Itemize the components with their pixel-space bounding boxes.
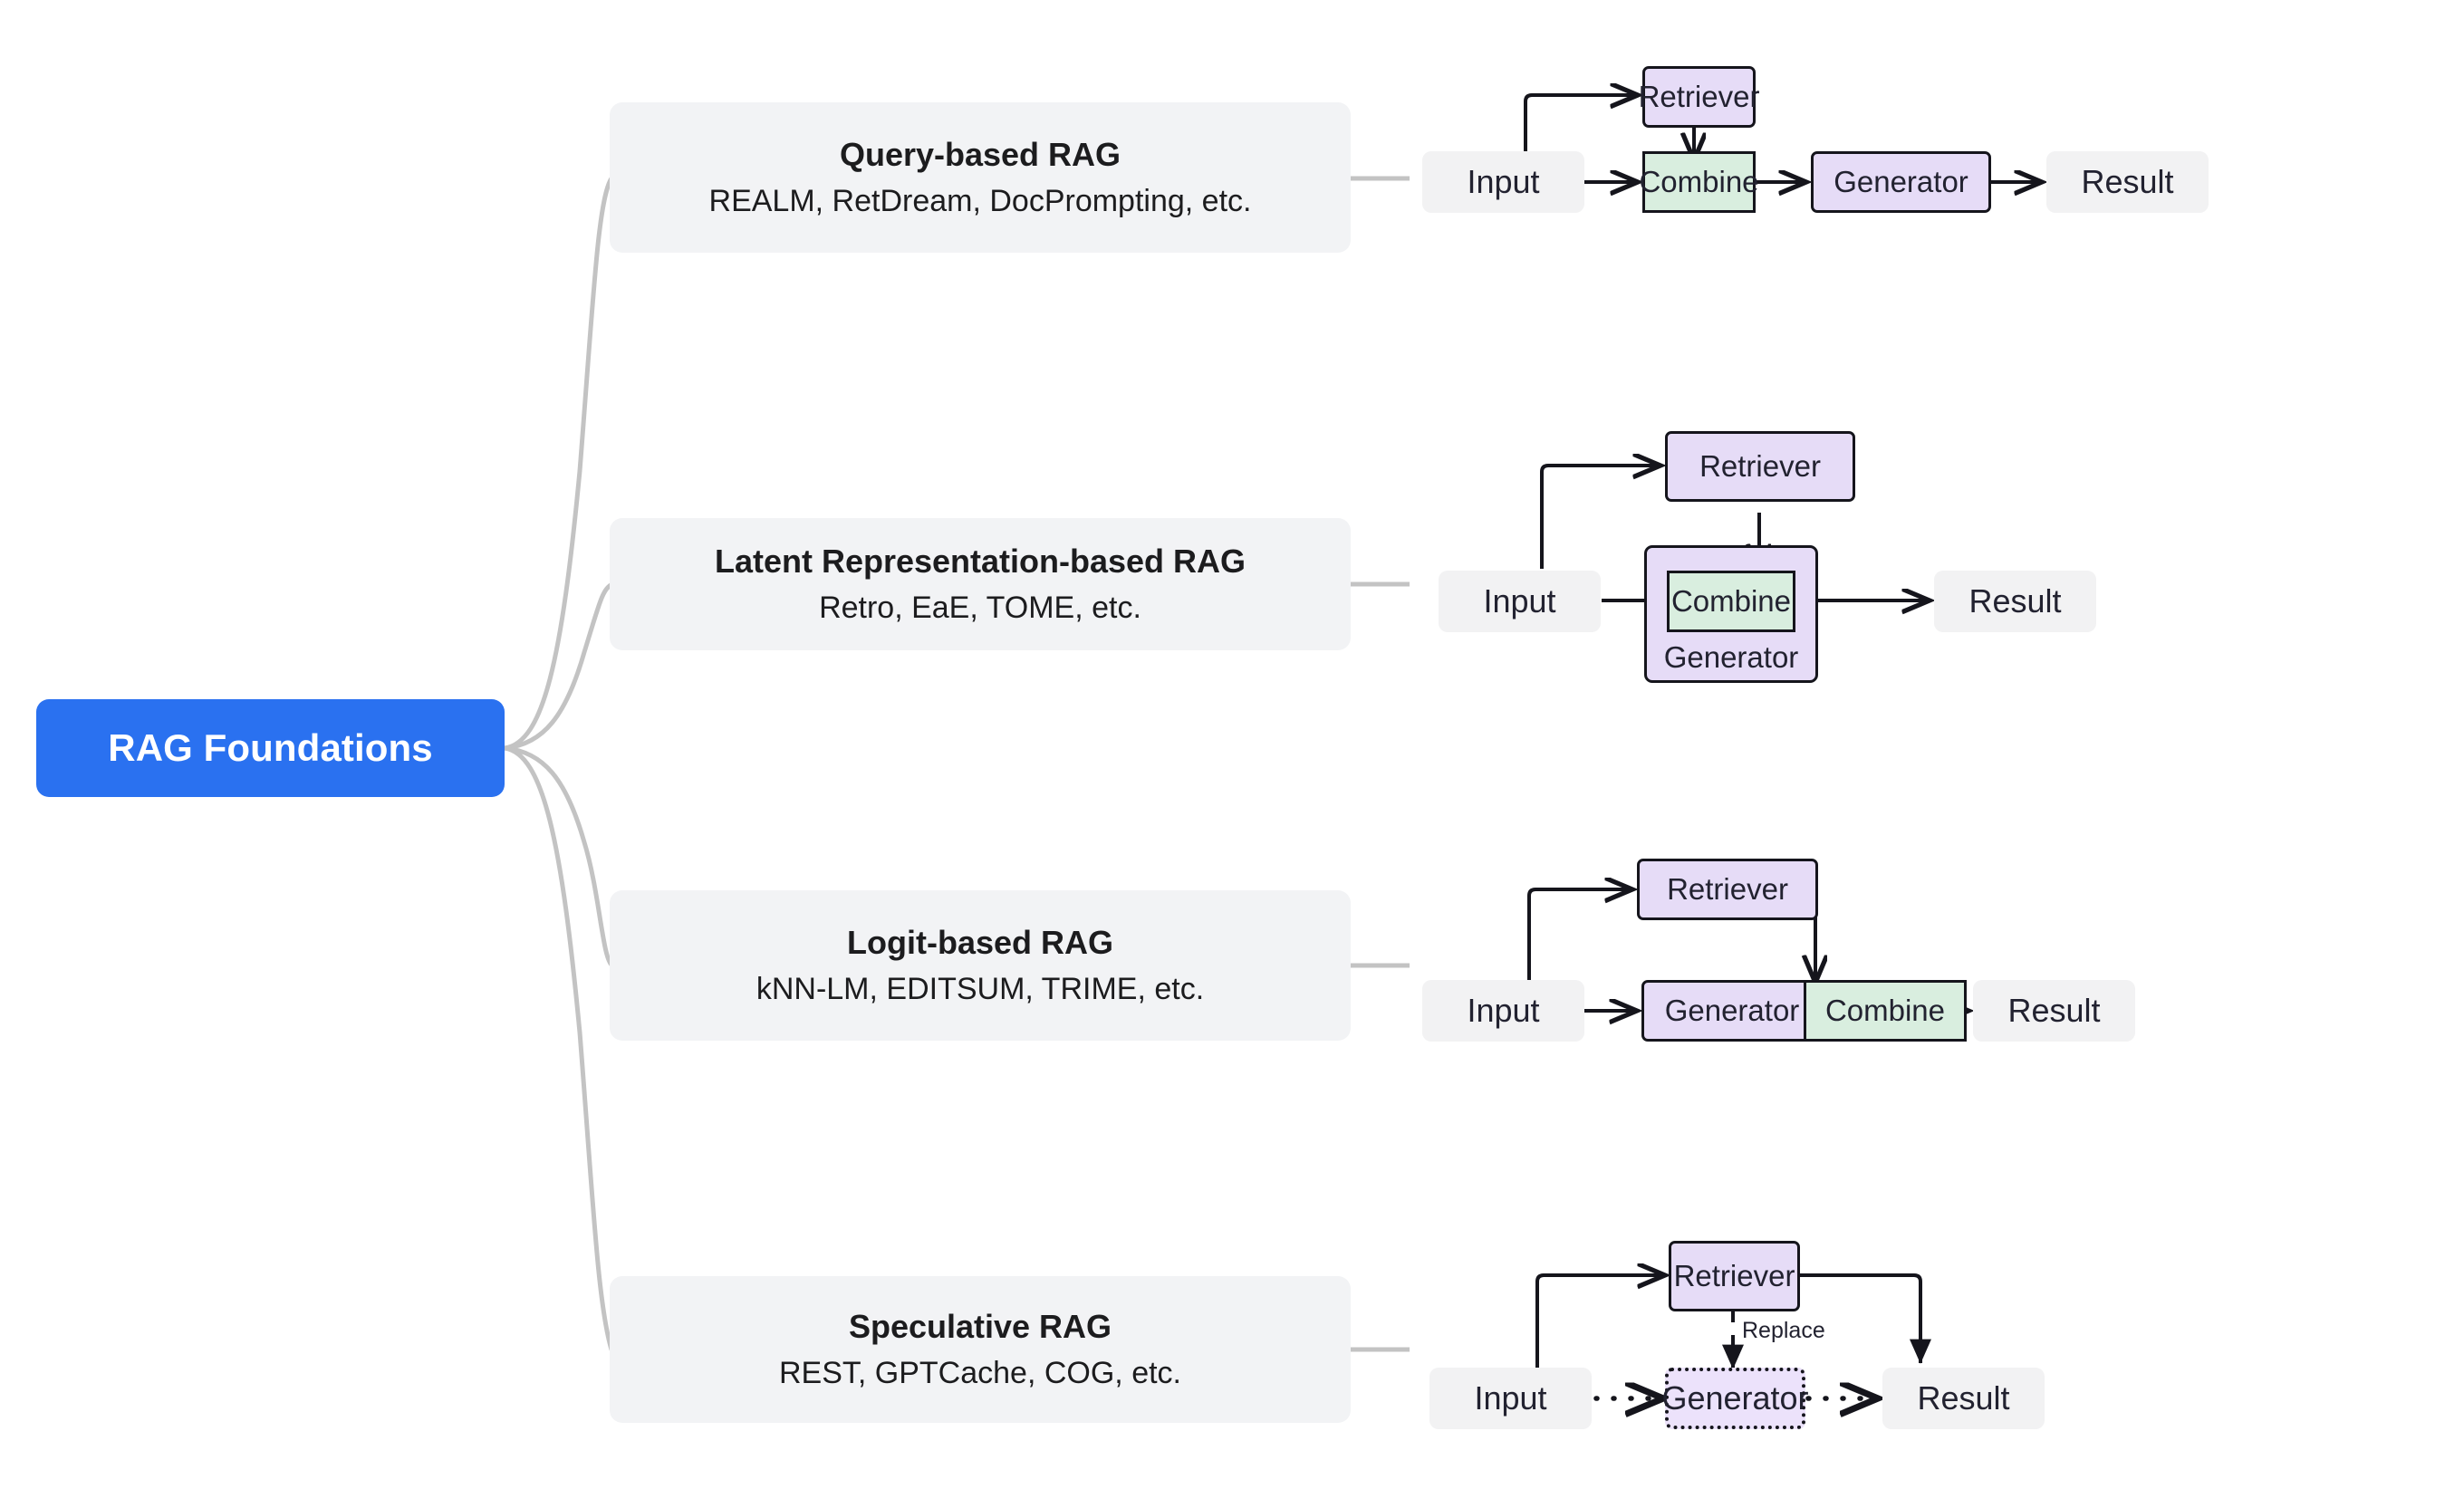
- flow-node-label: Input: [1467, 992, 1540, 1029]
- flow-node-label: Combine: [1824, 994, 1946, 1027]
- flow-node-combine[interactable]: Combine: [1639, 151, 1759, 213]
- flow-node-combine[interactable]: Combine: [1804, 980, 1967, 1042]
- edge-label-replace: Replace: [1742, 1318, 1825, 1343]
- flow-node-retriever[interactable]: Retriever: [1669, 1241, 1800, 1311]
- flow-node-label: Generator: [1661, 1379, 1809, 1417]
- flow-diagram-speculative-rag: Input Retriever Generator Result Replace: [1422, 1200, 2446, 1463]
- flow-edges: [1540, 408, 2446, 716]
- branch-card-subtitle: REALM, RetDream, DocPrompting, etc.: [708, 183, 1252, 218]
- flow-node-label: Retriever: [1638, 80, 1760, 113]
- flow-node-result[interactable]: Result: [1934, 571, 2096, 632]
- branch-card-logit-based-rag[interactable]: Logit-based RAG kNN-LM, EDITSUM, TRIME, …: [610, 890, 1351, 1041]
- flow-edges: [1535, 1200, 1932, 1463]
- flow-node-label: Retriever: [1667, 872, 1788, 906]
- flow-node-result[interactable]: Result: [1973, 980, 2135, 1042]
- flow-node-label: Generator: [1663, 640, 1799, 674]
- flow-node-label: Generator: [1834, 165, 1968, 198]
- flow-node-label: Result: [2007, 992, 2101, 1029]
- flow-node-label: Retriever: [1699, 449, 1821, 483]
- flow-node-generator[interactable]: Generator: [1661, 1368, 1809, 1429]
- flow-node-result[interactable]: Result: [2046, 151, 2209, 213]
- flow-node-retriever[interactable]: Retriever: [1665, 431, 1855, 502]
- flow-node-retriever[interactable]: Retriever: [1637, 859, 1818, 920]
- branch-card-subtitle: Retro, EaE, TOME, etc.: [819, 590, 1141, 625]
- branch-card-latent-representation-based-rag[interactable]: Latent Representation-based RAG Retro, E…: [610, 518, 1351, 650]
- flow-node-label: Result: [1917, 1379, 2010, 1417]
- flow-node-label: Combine: [1670, 584, 1792, 618]
- root-node[interactable]: RAG Foundations: [36, 699, 505, 797]
- flow-node-result[interactable]: Result: [1882, 1368, 2045, 1429]
- branch-card-title: Query-based RAG: [839, 136, 1121, 174]
- branch-card-title: Latent Representation-based RAG: [714, 543, 1246, 581]
- flow-node-label: Input: [1483, 582, 1556, 620]
- flow-node-label: Input: [1467, 163, 1540, 200]
- flow-node-combine[interactable]: Combine: [1667, 571, 1795, 632]
- flow-node-label: Retriever: [1673, 1259, 1795, 1292]
- flow-node-label: Result: [2081, 163, 2174, 200]
- branch-card-subtitle: REST, GPTCache, COG, etc.: [778, 1355, 1181, 1390]
- flow-node-label: Generator: [1664, 994, 1800, 1027]
- flow-node-input[interactable]: Input: [1429, 1368, 1592, 1429]
- flow-diagram-latent-representation-based-rag: Input Retriever Generator Combine Result: [1422, 408, 2446, 716]
- root-node-label: RAG Foundations: [108, 726, 433, 769]
- flow-diagram-query-based-rag: Input Retriever Combine Generator Result: [1422, 50, 2446, 240]
- flow-node-input[interactable]: Input: [1422, 980, 1584, 1042]
- branch-card-title: Speculative RAG: [848, 1308, 1112, 1346]
- flow-node-label: Combine: [1639, 165, 1759, 198]
- flow-node-generator[interactable]: Generator: [1811, 151, 1991, 213]
- flow-node-label: Input: [1474, 1379, 1547, 1417]
- flow-diagram-logit-based-rag: Input Retriever Generator Combine Result: [1422, 842, 2446, 1069]
- branch-card-title: Logit-based RAG: [847, 924, 1113, 962]
- flow-node-input[interactable]: Input: [1439, 571, 1601, 632]
- flow-node-input[interactable]: Input: [1422, 151, 1584, 213]
- branch-card-speculative-rag[interactable]: Speculative RAG REST, GPTCache, COG, etc…: [610, 1276, 1351, 1423]
- flow-node-retriever[interactable]: Retriever: [1639, 66, 1759, 128]
- branch-card-subtitle: kNN-LM, EDITSUM, TRIME, etc.: [756, 971, 1205, 1006]
- flow-node-label: Result: [1968, 582, 2062, 620]
- flow-node-generator[interactable]: Generator: [1641, 980, 1823, 1042]
- branch-card-query-based-rag[interactable]: Query-based RAG REALM, RetDream, DocProm…: [610, 102, 1351, 253]
